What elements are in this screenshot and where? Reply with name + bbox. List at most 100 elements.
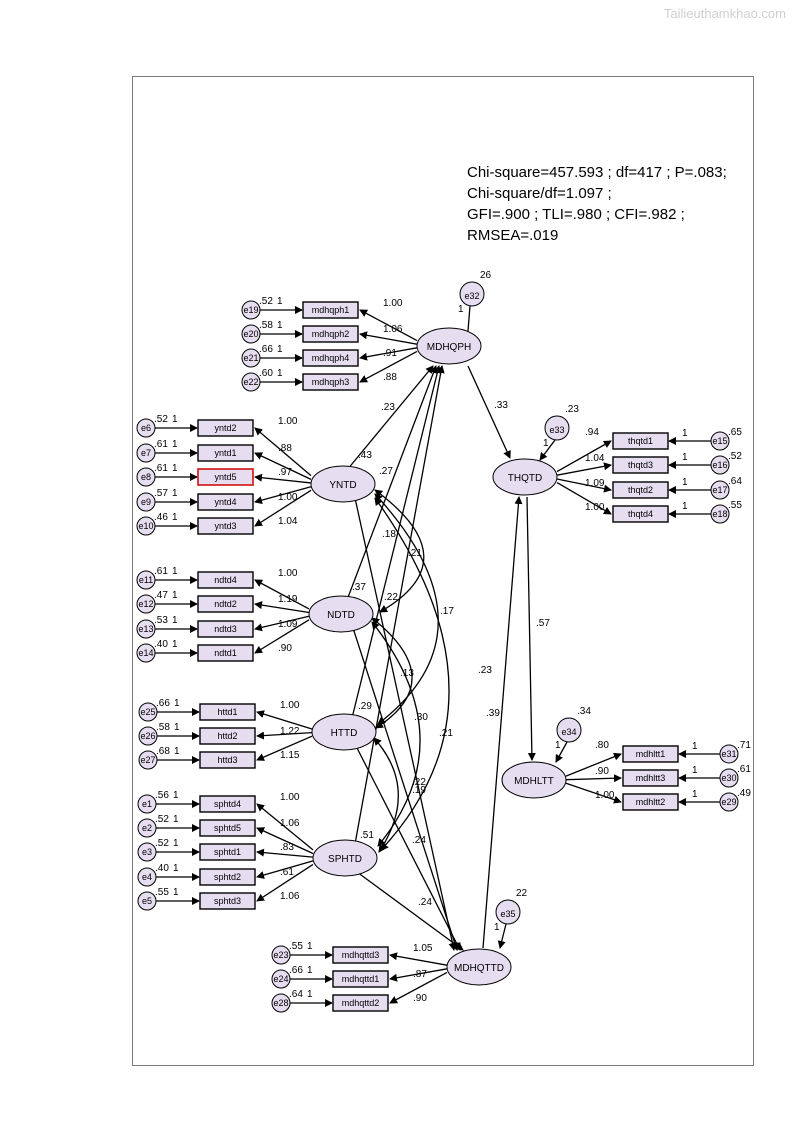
loading-arrow [556, 440, 612, 473]
error-circle [241, 300, 261, 320]
covariance-arc [374, 489, 425, 613]
observed-label: yntd4 [214, 497, 236, 507]
observed-label: mdhqttd1 [342, 974, 380, 984]
observed-label: mdhltt2 [636, 797, 666, 807]
observed-label: sphtd2 [214, 872, 241, 882]
unit-label: 1 [277, 296, 283, 307]
error-label: e17 [712, 485, 727, 495]
observed-box [612, 505, 669, 523]
path-coefficient-label: .18 [382, 529, 396, 540]
unit-label: 1 [277, 320, 283, 331]
loading-label: .83 [280, 842, 294, 853]
loading-label: 1.00 [585, 502, 605, 513]
observed-box [199, 819, 256, 837]
observed-label: ndtd4 [214, 575, 237, 585]
disturbance-circle [495, 899, 521, 925]
observed-box [302, 325, 359, 343]
variance-label: .61 [737, 764, 751, 775]
loading-arrow [359, 350, 418, 383]
loading-label: .94 [585, 427, 599, 438]
error-label: e8 [141, 472, 151, 482]
unit-label: 1 [682, 452, 688, 463]
loading-label: 1.06 [280, 818, 300, 829]
loading-arrow [254, 473, 312, 484]
variance-label: .66 [289, 965, 303, 976]
variance-label: .58 [156, 722, 170, 733]
unit-label: 1 [543, 438, 549, 449]
observed-box [199, 727, 256, 745]
latent-label: SPHTD [328, 854, 362, 865]
unit-label: 1 [172, 439, 178, 450]
loading-arrow [556, 481, 612, 515]
loading-label: .90 [595, 766, 609, 777]
observed-box [199, 795, 256, 813]
error-label: e26 [140, 731, 155, 741]
variance-label: .61 [154, 463, 168, 474]
latent-thqtd [492, 458, 558, 496]
loading-arrow [254, 489, 312, 527]
error-label: e19 [243, 305, 258, 315]
unit-label: 1 [172, 639, 178, 650]
error-label: e22 [243, 377, 258, 387]
loading-arrow [565, 782, 622, 804]
error-label: e11 [139, 575, 153, 585]
loading-arrow [254, 427, 312, 477]
loading-label: .90 [413, 993, 427, 1004]
path-coefficient-label: .21 [439, 728, 453, 739]
covariance-arc [371, 621, 421, 847]
loading-arrow [565, 774, 622, 783]
unit-label: 1 [172, 463, 178, 474]
error-circle [136, 570, 156, 590]
observed-box [199, 751, 256, 769]
path-coefficient-label: .19 [412, 785, 426, 796]
unit-label: 1 [692, 741, 698, 752]
error-label: e27 [140, 755, 155, 765]
observed-label: httd3 [217, 755, 237, 765]
error-circle [138, 702, 158, 722]
observed-label: mdhqph3 [312, 377, 350, 387]
disturbance-variance-label: 26 [480, 270, 492, 281]
loading-label: 1.00 [278, 492, 298, 503]
latent-label: MDHQPH [427, 342, 471, 353]
error-circle [137, 867, 157, 887]
disturbance-variance-label: .23 [565, 404, 579, 415]
loading-label: .91 [383, 348, 397, 359]
error-label: e24 [273, 974, 288, 984]
observed-box [332, 946, 389, 964]
observed-label: yntd2 [214, 423, 236, 433]
observed-label: mdhqttd2 [342, 998, 380, 1008]
path-coefficient-label: .33 [494, 400, 508, 411]
observed-box [302, 349, 359, 367]
latent-mdhqph [416, 327, 482, 365]
observed-box [199, 868, 256, 886]
variance-label: .52 [259, 296, 273, 307]
loading-arrow [254, 615, 310, 632]
error-label: e23 [273, 950, 288, 960]
disturbance-label: e35 [500, 909, 515, 919]
error-label: e20 [243, 329, 258, 339]
path-coefficient-label: .57 [536, 618, 550, 629]
error-label: e2 [142, 823, 152, 833]
unit-label: 1 [172, 615, 178, 626]
unit-label: 1 [494, 922, 500, 933]
latent-label: HTTD [331, 728, 358, 739]
structural-path [356, 871, 464, 951]
variance-label: .66 [259, 344, 273, 355]
unit-label: 1 [458, 304, 464, 315]
unit-label: 1 [307, 965, 313, 976]
loading-label: 1.00 [278, 416, 298, 427]
error-label: e25 [140, 707, 155, 717]
loading-label: 1.00 [278, 568, 298, 579]
loading-label: 1.22 [280, 726, 300, 737]
fit-stat-line: RMSEA=.019 [467, 227, 559, 244]
observed-box [197, 517, 254, 535]
error-circle [719, 744, 739, 764]
loading-arrow [256, 710, 313, 730]
variance-label: .57 [154, 488, 168, 499]
error-circle [137, 794, 157, 814]
observed-box [197, 571, 254, 589]
disturbance-arrow [497, 923, 507, 949]
error-circle [241, 324, 261, 344]
observed-label: sphtd3 [214, 896, 241, 906]
path-coefficient-label: .30 [414, 712, 428, 723]
